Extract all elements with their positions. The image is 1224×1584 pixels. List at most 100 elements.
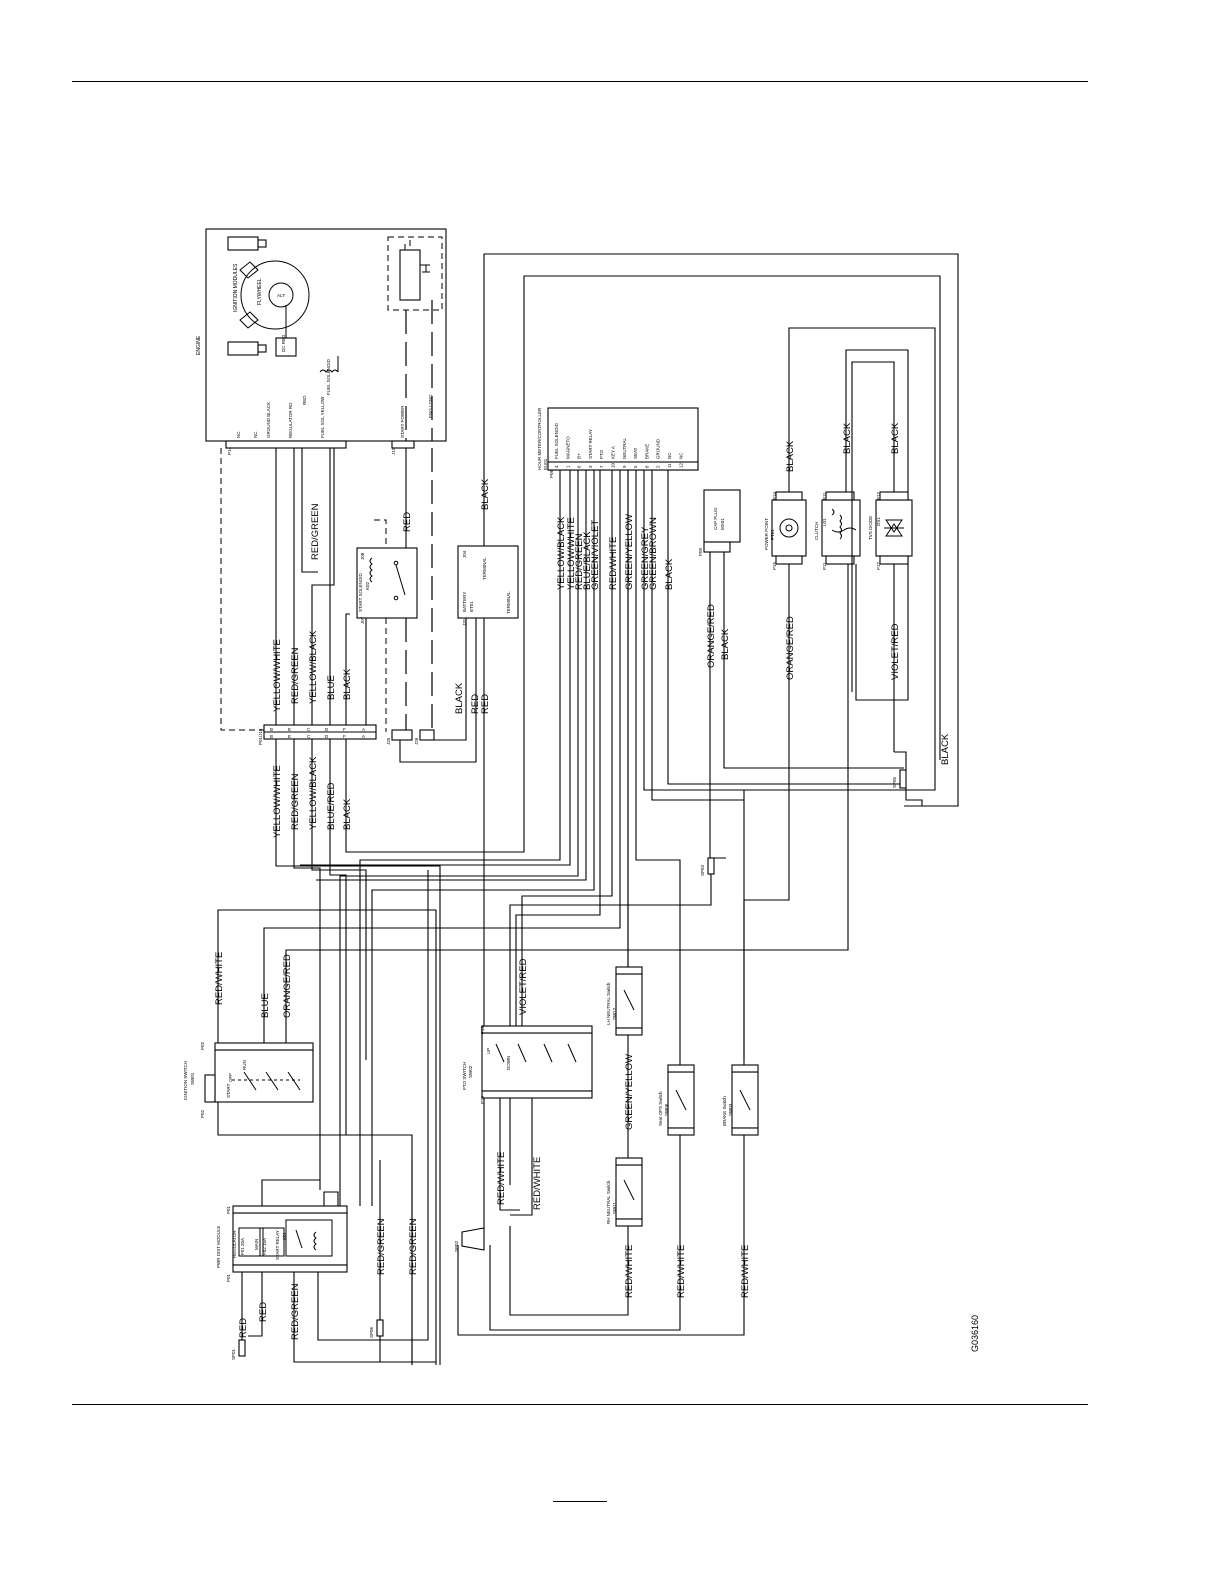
wire-label-bottom-red-white-1: RED/WHITE: [624, 1245, 635, 1298]
controller-wire-label: BLACK: [664, 558, 675, 590]
controller-wire: [643, 470, 904, 791]
pwr-dist-module: PWR DIST MODULE REGULATOR F01 20A MAIN F…: [216, 1205, 348, 1282]
ignition-run: RUN: [242, 1060, 247, 1070]
hour-meter-pin-label: FUEL SOLENOID: [554, 422, 559, 459]
battery-terminal-pos: TERMINAL: [506, 591, 511, 614]
wire-label-main-yellow-black: YELLOW/BLACK: [308, 756, 319, 830]
wire-label-pdm-red-2: RED: [258, 1302, 269, 1322]
controller-wire-label: RED/GREEN: [574, 533, 585, 590]
connector-p01-j15: P01/J15 B E C D F A B E C D F A J25 J26: [258, 724, 435, 745]
brake-switch: BRAKE Switch SW03: [722, 1064, 759, 1136]
ignition-p02-top: P02: [200, 1041, 205, 1050]
brake-switch-id: SW03: [728, 1103, 733, 1116]
tvs-diode: TVS DIODE DS1 P12 P12: [868, 491, 913, 570]
p01-row-e: E: [288, 727, 291, 732]
pdm-p01-left: P01: [226, 1273, 231, 1282]
rh-neutral-title: RH NEUTRAL Switch: [606, 1180, 611, 1224]
wire-label-main-blue-red: BLUE/RED: [326, 782, 337, 830]
ground-black-pin: GROUND BLACK: [266, 402, 271, 438]
controller-wire: [371, 470, 595, 1206]
wire-label-engine-yellow-black: YELLOW/BLACK: [308, 630, 319, 704]
p01-row-d: D: [325, 727, 329, 732]
pdm-main: MAIN: [254, 1239, 259, 1250]
wire-label-cap-orange-red: ORANGE/RED: [706, 604, 717, 668]
hour-meter-pin-label: NC: [678, 452, 683, 459]
engine-red-label: RED: [302, 395, 307, 405]
wire-label-pto-violet-red: VIOLET/RED: [518, 958, 529, 1015]
wire-label-battery-red-2: RED: [480, 694, 491, 714]
brake-switch-title: BRAKE Switch: [722, 1096, 727, 1126]
wire-label-engine-red-green: RED/GREEN: [290, 647, 301, 704]
flywheel-label: FLYWHEEL: [257, 278, 263, 305]
pto-down: DOWN: [506, 1056, 511, 1070]
tvs-diode-label: TVS DIODE: [868, 516, 873, 540]
pto-switch-id: SW02: [468, 1065, 473, 1078]
wire-label-bottom-red-white-2: RED/WHITE: [676, 1245, 687, 1298]
battery-label: BATTERY: [462, 592, 467, 612]
sp03-label: SP03: [700, 864, 705, 876]
splice-sp01: SP01: [231, 1339, 246, 1360]
tvs-diode-id: DS1: [876, 517, 881, 526]
wire-label-ign-red-white: RED/WHITE: [214, 952, 225, 1005]
wire-label-pdm-red-1: RED: [238, 1318, 249, 1338]
hour-meter-pin-num: 8: [644, 465, 649, 468]
start-solenoid-label: START SOLENOID: [358, 572, 363, 612]
tvs-p12-top: P12: [876, 491, 881, 500]
wire-label-power-orange-red: ORANGE/RED: [785, 616, 796, 680]
main-harness-wires: [275, 275, 941, 1365]
hour-meter-pin-num: 2: [656, 465, 661, 468]
hour-meter-pin-label: KEY A: [611, 446, 616, 459]
hour-meter-pin-num: 7: [599, 465, 604, 468]
pdm-f01: F01 20A: [240, 1238, 245, 1255]
wire-label-violet-red: VIOLET/RED: [890, 623, 901, 680]
lh-neutral-title: LH NEUTRAL Switch: [606, 982, 611, 1025]
hour-meter-pin-label: NC: [667, 452, 672, 459]
hour-meter-pin-num: 6: [577, 465, 582, 468]
battery-terminal-neg: TERMINAL: [482, 557, 487, 580]
hour-meter-pin-label: BRAKE: [644, 444, 649, 459]
seat-ops-title: Seat OPS Switch: [658, 1091, 663, 1126]
wire-label-main-black: BLACK: [342, 798, 353, 830]
battery-id: BT01: [469, 601, 474, 612]
power-point: POWER POINT PT01 P14 P15: [764, 491, 807, 570]
battery: BATTERY BT01 TERMINAL TERMINAL J31 J04: [457, 545, 519, 626]
power-point-p14: P14: [772, 491, 777, 500]
pdm-title: PWR DIST MODULE: [216, 1226, 221, 1268]
cap-plug: CAP PLUG MX01 P09: [698, 489, 741, 556]
j15-row-e: E: [288, 734, 291, 739]
alt-label: ALT: [277, 293, 285, 298]
controller-wire: [316, 470, 587, 881]
clutch: CLUTCH L01 P11 P11: [814, 491, 861, 570]
fuel-solenoid-label: FUEL SOLENOID: [326, 358, 331, 395]
splice-sp06: SP06: [369, 1319, 384, 1338]
start-solenoid: START SOLENOID K02 J07 J08: [356, 547, 418, 624]
lh-neutral-id: SW12: [612, 1007, 617, 1020]
wire-label-battery-black: BLACK: [480, 478, 491, 510]
sp01-label: SP01: [231, 1348, 236, 1360]
p01-row-b: B: [270, 727, 273, 732]
sp05-label: SP05: [892, 776, 897, 788]
seat-ops-switch: Seat OPS Switch SW06: [658, 1064, 695, 1136]
ignition-switch-title: IGNITION SWITCH: [183, 1061, 188, 1100]
wire-label-black-right: BLACK: [940, 733, 951, 765]
clutch-id: L01: [822, 518, 827, 526]
hour-meter-pin-label: GROUND: [656, 438, 661, 459]
lh-neutral-switch: LH NEUTRAL Switch SW12: [606, 966, 643, 1036]
wire-label-start-red: RED: [402, 512, 413, 532]
sp06-label: SP06: [369, 1326, 374, 1338]
controller-wire: [359, 470, 561, 1206]
hour-meter-pin-num: 12: [678, 462, 683, 468]
drawing-number: G036160: [970, 1315, 980, 1352]
p01-j15-label: P01/J15: [258, 728, 263, 745]
cap-plug-label: CAP PLUG: [713, 507, 718, 530]
ignition-switch-id: SW01: [190, 1072, 195, 1085]
ignition-start: START: [226, 1083, 231, 1098]
controller-wire: [300, 470, 571, 866]
rh-neutral-id: SW11: [612, 1202, 617, 1214]
engine-title: ENGINE: [196, 335, 202, 355]
wire-label-battery-black-2: BLACK: [454, 682, 465, 714]
wire-label-main-yellow-white: YELLOW/WHITE: [272, 765, 283, 838]
controller-wire-label: YELLOW/WHITE: [566, 517, 577, 590]
